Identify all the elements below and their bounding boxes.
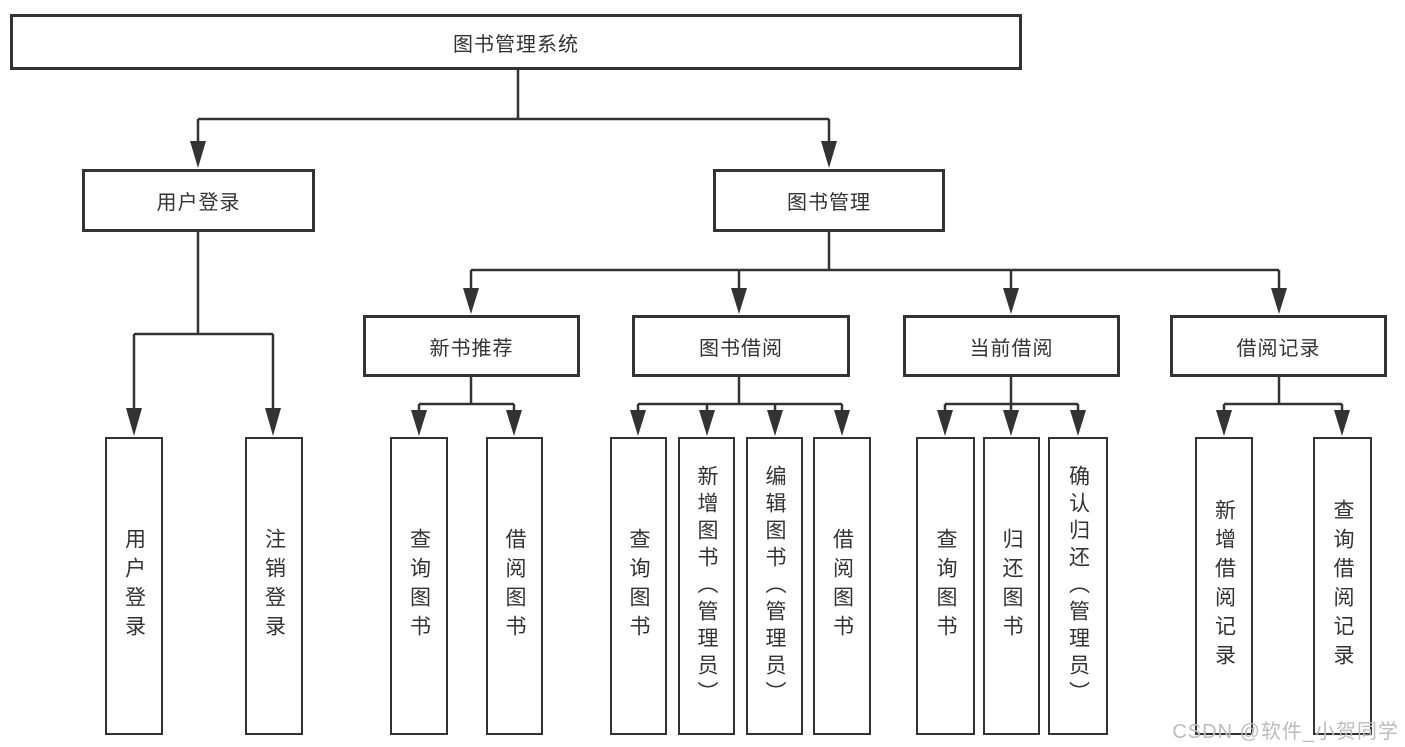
leaf-user-login: 用户登录: [105, 437, 163, 735]
leaf-query-borrow-record: 查询借阅记录: [1313, 437, 1372, 735]
leaf-query-books-current: 查询图书: [916, 437, 975, 735]
node-new-book-recommend: 新书推荐: [363, 315, 580, 377]
leaf-query-books-recommend: 查询图书: [390, 437, 448, 735]
node-label: 用户登录: [156, 192, 241, 214]
node-label: 新书推荐: [429, 337, 514, 360]
node-user-login: 用户登录: [82, 169, 315, 232]
leaf-label: 查询图书: [934, 528, 957, 644]
leaf-add-books-admin: 新增图书（管理员）: [678, 437, 735, 735]
leaf-label: 用户登录: [122, 528, 146, 644]
leaf-borrow-books-recommend: 借阅图书: [486, 437, 543, 735]
node-label: 借阅记录: [1236, 337, 1321, 360]
leaf-borrow-books: 借阅图书: [813, 437, 871, 735]
leaf-label: 查询图书: [627, 528, 650, 644]
leaf-label: 归还图书: [1000, 528, 1023, 644]
leaf-return-books: 归还图书: [983, 437, 1040, 735]
node-current-borrow: 当前借阅: [903, 315, 1120, 377]
leaf-edit-books-admin: 编辑图书（管理员）: [746, 437, 803, 735]
leaf-add-borrow-record: 新增借阅记录: [1195, 437, 1253, 735]
leaf-query-books-borrow: 查询图书: [610, 437, 667, 735]
arrowhead-icons: [126, 141, 1350, 436]
leaf-label: 借阅图书: [503, 528, 526, 644]
watermark: CSDN @软件_小贺同学: [1172, 721, 1399, 743]
leaf-label: 新增借阅记录: [1212, 499, 1236, 673]
leaf-label: 查询图书: [407, 528, 431, 644]
leaf-label: 确认归还（管理员）: [1066, 464, 1090, 708]
leaf-label: 编辑图书（管理员）: [763, 464, 786, 708]
leaf-label: 注销登录: [262, 528, 286, 644]
node-label: 图书管理: [787, 192, 871, 214]
leaf-label: 新增图书（管理员）: [695, 464, 718, 708]
leaf-label: 借阅图书: [830, 528, 854, 644]
leaf-label: 查询借阅记录: [1331, 499, 1354, 673]
leaf-confirm-return-admin: 确认归还（管理员）: [1048, 437, 1108, 735]
node-label: 图书管理系统: [453, 33, 579, 56]
node-book-management: 图书管理: [713, 169, 945, 232]
leaf-logout: 注销登录: [245, 437, 303, 735]
node-borrow-records: 借阅记录: [1170, 315, 1387, 377]
node-label: 图书借阅: [699, 337, 783, 360]
node-book-borrow: 图书借阅: [632, 315, 850, 377]
node-label: 当前借阅: [969, 337, 1054, 360]
node-library-system-root: 图书管理系统: [10, 14, 1022, 70]
